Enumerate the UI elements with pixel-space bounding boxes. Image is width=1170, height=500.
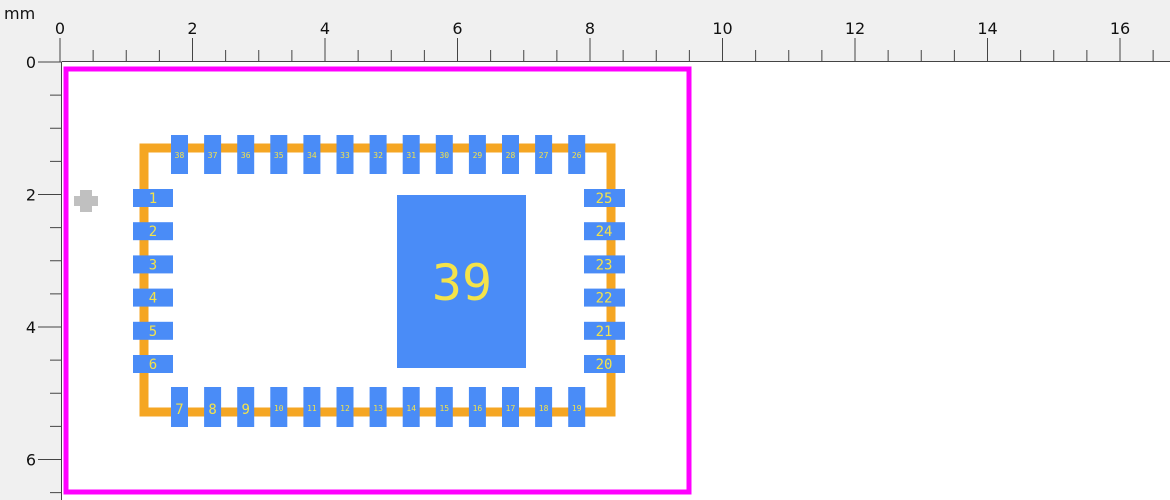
pad-right[interactable] [584, 288, 625, 307]
pad-label: 15 [439, 404, 449, 413]
pad-right[interactable] [584, 189, 625, 207]
top-ruler-label: 2 [187, 19, 197, 38]
board-outline[interactable] [63, 66, 692, 495]
pad-label: 12 [340, 404, 350, 413]
ruler-unit-label: mm [4, 4, 36, 23]
pad-label: 2 [149, 224, 157, 240]
pad-right[interactable] [584, 355, 625, 373]
left-ruler-label: 2 [26, 186, 36, 205]
pad-label: 6 [149, 357, 157, 373]
pad-top[interactable] [535, 135, 553, 174]
pad-label: 35 [274, 151, 284, 160]
pad-label: 20 [596, 357, 613, 373]
pad-label: 31 [406, 151, 416, 160]
pad-top[interactable] [303, 135, 321, 174]
left-ruler-label: 0 [26, 53, 36, 72]
pad-label: 23 [596, 257, 613, 273]
pad-label: 34 [307, 151, 317, 160]
left-ruler [0, 0, 62, 500]
top-ruler-label: 14 [977, 19, 997, 38]
pad-bottom[interactable] [270, 387, 288, 427]
pad-right[interactable] [584, 222, 625, 241]
pad-label: 26 [572, 151, 582, 160]
pad-bottom[interactable] [535, 387, 553, 427]
pad-label: 33 [340, 151, 350, 160]
pad-label: 4 [149, 291, 157, 307]
top-ruler-label: 8 [585, 19, 595, 38]
pad-label: 14 [406, 404, 416, 413]
pad-label: 17 [506, 404, 516, 413]
pad-bottom[interactable] [336, 387, 354, 427]
pad-label: 7 [175, 402, 183, 418]
pad-label: 3 [149, 257, 157, 273]
pad-label: 22 [596, 291, 613, 307]
pad-top[interactable] [171, 135, 188, 174]
pad-label: 24 [596, 224, 613, 240]
top-ruler-label: 16 [1110, 19, 1130, 38]
pad-label: 30 [439, 151, 449, 160]
pad-top[interactable] [237, 135, 255, 174]
pad-label: 10 [274, 404, 284, 413]
pad-label: 19 [572, 404, 582, 413]
pad-left[interactable] [133, 222, 173, 241]
exposed-pad[interactable] [397, 195, 526, 368]
pad-top[interactable] [369, 135, 387, 174]
pad-bottom[interactable] [204, 387, 222, 427]
pad-top[interactable] [468, 135, 486, 174]
pad-top[interactable] [336, 135, 354, 174]
pad-right[interactable] [584, 255, 625, 274]
top-ruler-label: 0 [55, 19, 65, 38]
pad-label: 21 [596, 324, 613, 340]
pad-left[interactable] [133, 189, 173, 207]
pad-label: 8 [208, 402, 216, 418]
pad-bottom[interactable] [502, 387, 519, 427]
pad-right[interactable] [584, 321, 625, 340]
top-ruler [0, 0, 1170, 62]
pad-top[interactable] [402, 135, 420, 174]
pad-label: 9 [241, 402, 249, 418]
top-ruler-label: 6 [452, 19, 462, 38]
silkscreen-outline [139, 143, 616, 417]
pad-label: 11 [307, 404, 317, 413]
pad-label: 1 [149, 191, 157, 207]
top-ruler-label: 12 [845, 19, 865, 38]
pad-bottom[interactable] [568, 387, 586, 427]
pad-label: 13 [373, 404, 383, 413]
pad-bottom[interactable] [237, 387, 255, 427]
pad-left[interactable] [133, 355, 173, 373]
pad-left[interactable] [133, 288, 173, 307]
pad-label: 37 [208, 151, 218, 160]
pad-top[interactable] [204, 135, 222, 174]
pad-label: 25 [596, 191, 613, 207]
pad-label: 16 [473, 404, 483, 413]
pad-bottom[interactable] [468, 387, 486, 427]
exposed-pad-label: 39 [432, 254, 492, 312]
pad-label: 28 [506, 151, 516, 160]
pad-label: 32 [373, 151, 383, 160]
pad-left[interactable] [133, 321, 173, 340]
pad-top[interactable] [502, 135, 519, 174]
top-ruler-label: 4 [320, 19, 330, 38]
pad-bottom[interactable] [303, 387, 321, 427]
pad-label: 36 [241, 151, 251, 160]
pad-top[interactable] [568, 135, 586, 174]
left-ruler-label: 4 [26, 318, 36, 337]
top-ruler-label: 10 [712, 19, 732, 38]
pad-bottom[interactable] [369, 387, 387, 427]
pad-top[interactable] [270, 135, 288, 174]
pad-label: 5 [149, 324, 157, 340]
left-ruler-label: 6 [26, 451, 36, 470]
pad-left[interactable] [133, 255, 173, 274]
pad-label: 29 [473, 151, 483, 160]
pad-top[interactable] [435, 135, 453, 174]
pad-bottom[interactable] [171, 387, 188, 427]
pad-label: 38 [175, 151, 185, 160]
pad-bottom[interactable] [402, 387, 420, 427]
pad-bottom[interactable] [435, 387, 453, 427]
pad-label: 18 [539, 404, 549, 413]
pin1-marker-icon [74, 190, 98, 212]
pad-label: 27 [539, 151, 549, 160]
